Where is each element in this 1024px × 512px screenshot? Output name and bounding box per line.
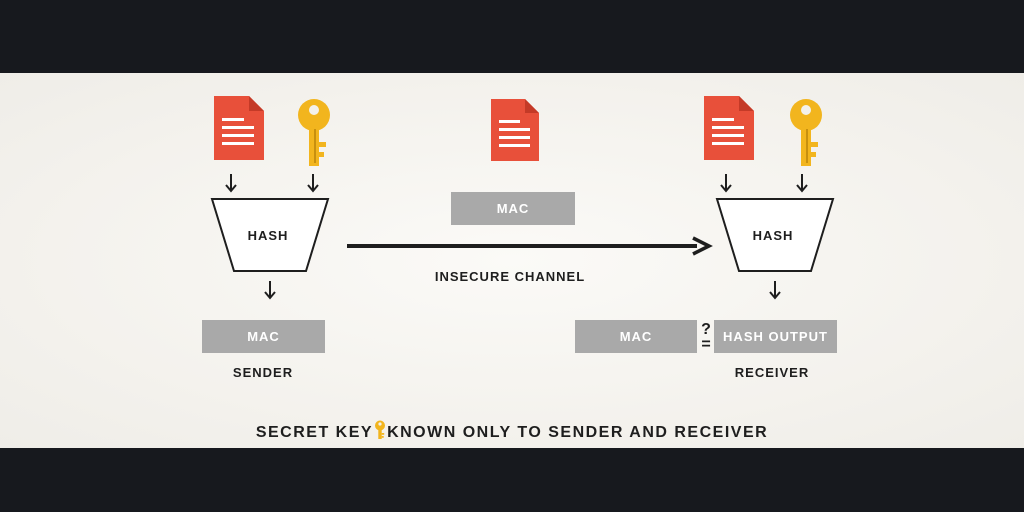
sender-key-down-arrow-icon	[307, 174, 319, 193]
sender-mac-box: MAC	[202, 320, 325, 353]
mac-diagram: HASH MAC SENDER MAC INSECURE CHANNEL	[0, 73, 1024, 448]
sender-title: SENDER	[232, 365, 294, 380]
compare-equals-sign: =	[701, 336, 711, 353]
receiver-title: RECEIVER	[734, 365, 810, 380]
sender-document-icon	[214, 96, 264, 160]
receiver-hash-down-arrow-icon	[769, 281, 781, 300]
footer-key-icon	[375, 420, 386, 439]
receiver-doc-down-arrow-icon	[720, 174, 732, 193]
receiver-hash-output-box: HASH OUTPUT	[714, 320, 837, 353]
sender-key-icon	[298, 99, 330, 166]
footer-text-after: KNOWN ONLY TO SENDER AND RECEIVER	[387, 424, 769, 441]
footer-caption: SECRET KEY KNOWN ONLY TO SENDER AND RECE…	[0, 420, 1024, 442]
channel-title: INSECURE CHANNEL	[434, 269, 586, 284]
footer-text-before: SECRET KEY	[255, 424, 374, 441]
receiver-key-icon	[790, 99, 822, 166]
receiver-hash-funnel	[715, 198, 835, 272]
channel-document-icon	[491, 99, 539, 161]
sender-hash-label: HASH	[247, 228, 289, 243]
receiver-document-icon	[704, 96, 754, 160]
sender-hash-down-arrow-icon	[264, 281, 276, 300]
channel-mac-box: MAC	[451, 192, 575, 225]
sender-doc-down-arrow-icon	[225, 174, 237, 193]
sender-hash-funnel	[210, 198, 330, 272]
receiver-mac-box: MAC	[575, 320, 697, 353]
compare-question-mark: ?	[701, 321, 711, 338]
insecure-channel-right-arrow-icon	[347, 236, 713, 256]
receiver-key-down-arrow-icon	[796, 174, 808, 193]
receiver-hash-label: HASH	[752, 228, 794, 243]
